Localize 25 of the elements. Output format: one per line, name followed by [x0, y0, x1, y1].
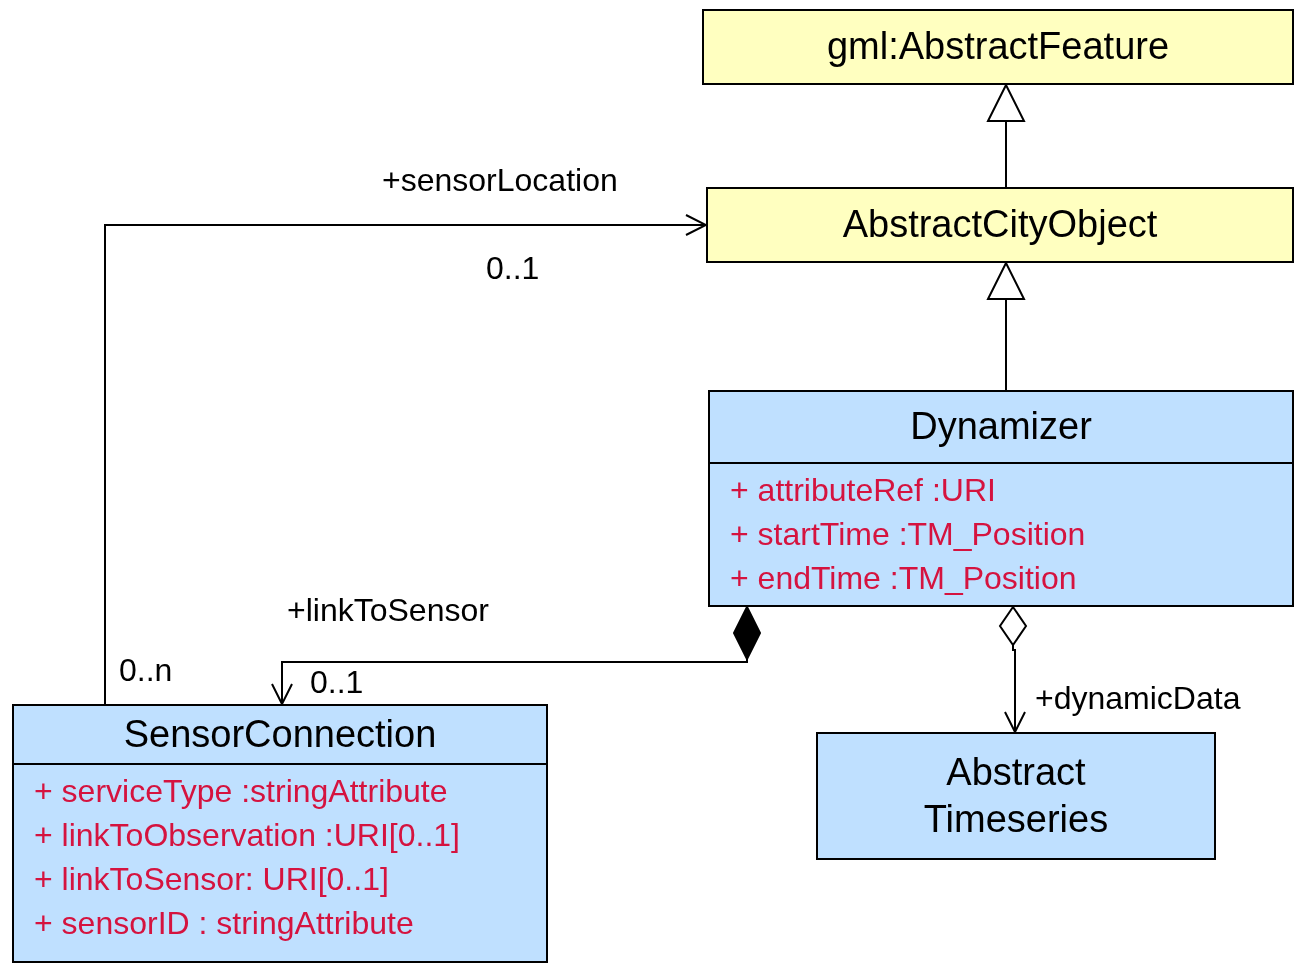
class-box: [816, 732, 1216, 860]
class-box: [12, 704, 548, 963]
generalization-arrow: [104, 214, 707, 705]
association-line: [271, 606, 761, 705]
attribute-text: + endTime :TM_Position: [730, 559, 1078, 598]
multiplicity-label: 0..1: [486, 252, 540, 284]
class-name: Dynamizer: [909, 404, 1093, 450]
attribute-text: + serviceType :stringAttribute: [34, 772, 449, 811]
class-name: AbstractCityObject: [841, 202, 1159, 248]
class-box: [706, 187, 1294, 263]
attribute-text: + startTime :TM_Position: [730, 515, 1087, 554]
class-name: gml:AbstractFeature: [825, 24, 1171, 70]
attribute-text: + attributeRef :URI: [730, 471, 997, 510]
association-line: [999, 606, 1027, 733]
attribute-text: + linkToObservation :URI[0..1]: [34, 816, 461, 855]
attribute-text: + linkToSensor: URI[0..1]: [34, 860, 390, 899]
generalization-arrow: [987, 262, 1025, 391]
multiplicity-label: 0..1: [310, 666, 364, 698]
class-box: [702, 9, 1294, 85]
multiplicity-label: 0..n: [119, 654, 173, 686]
class-box: [708, 390, 1294, 607]
attribute-text: + sensorID : stringAttribute: [34, 904, 415, 943]
class-name: Abstract Timeseries: [922, 749, 1110, 842]
generalization-arrow: [987, 84, 1025, 188]
class-name: SensorConnection: [122, 711, 438, 757]
